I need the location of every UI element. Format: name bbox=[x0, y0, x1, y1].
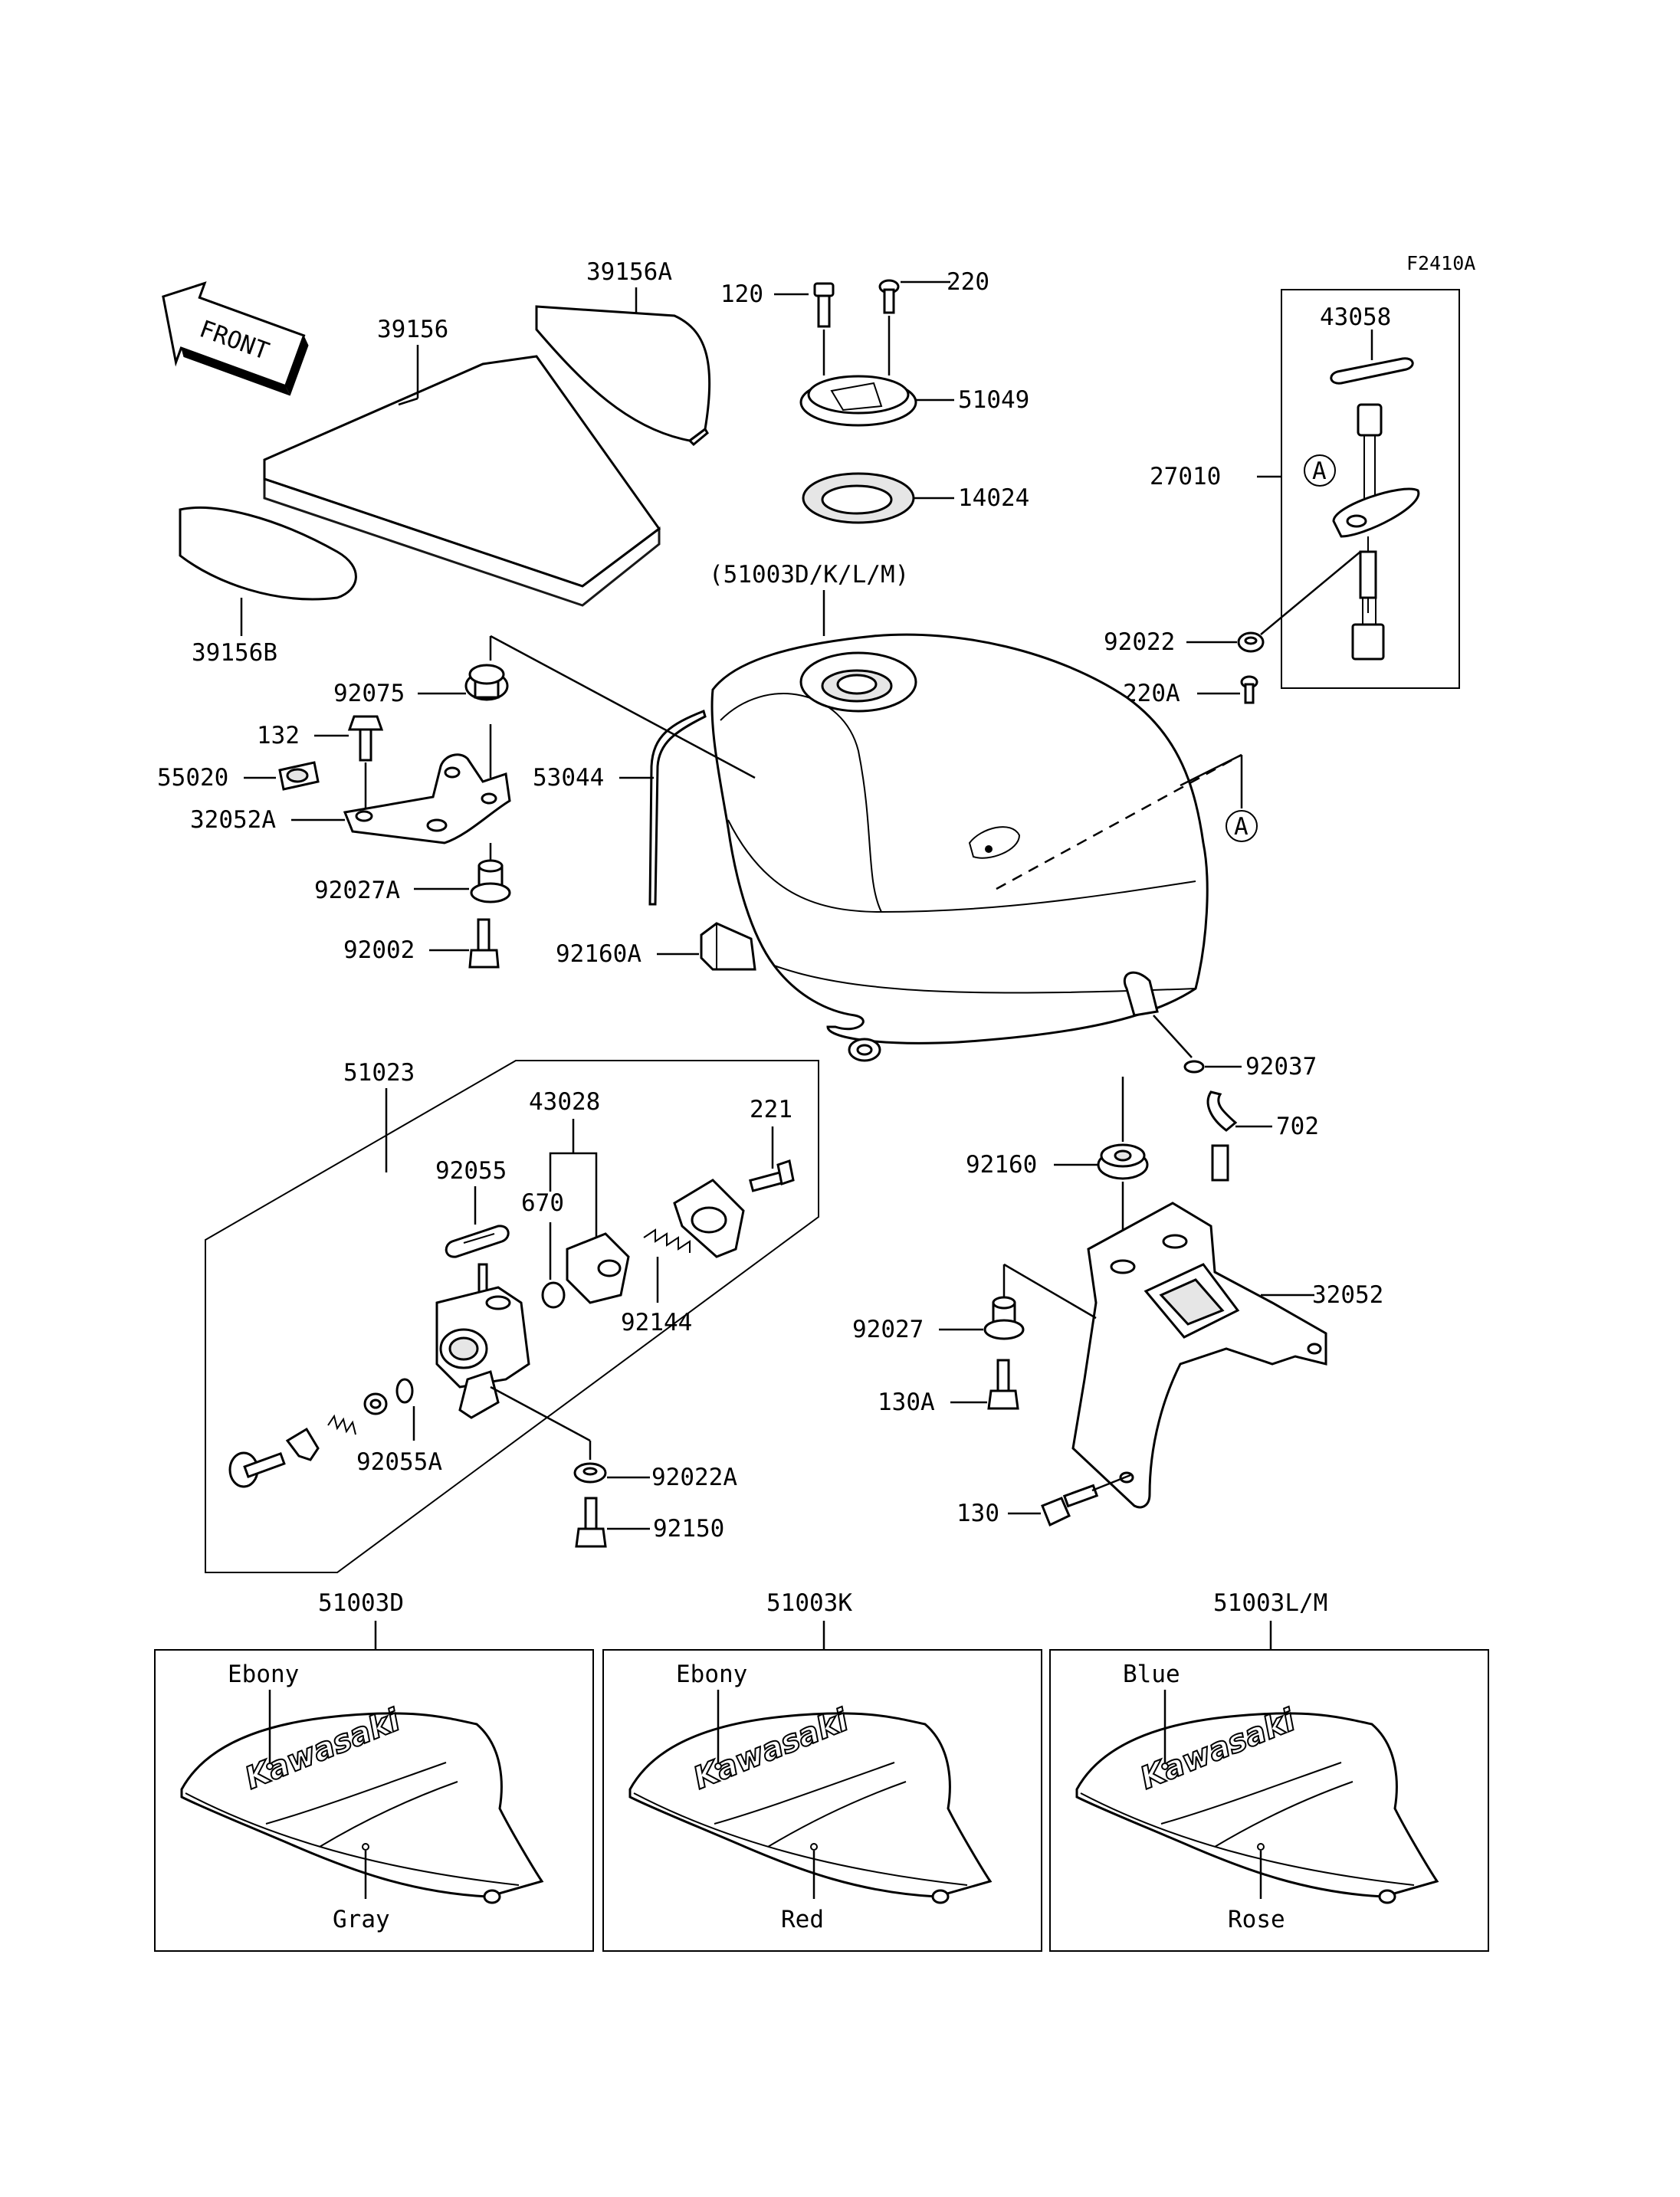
clip-92037 bbox=[1183, 1060, 1205, 1074]
color-bottom-label: Gray bbox=[333, 1906, 390, 1933]
damper-92160A bbox=[700, 922, 756, 971]
label-92150: 92150 bbox=[653, 1515, 724, 1543]
label-32052A: 32052A bbox=[190, 806, 276, 834]
collar-92027A bbox=[470, 859, 511, 903]
label-130A: 130A bbox=[878, 1389, 935, 1416]
fuel-tank bbox=[710, 633, 1209, 1062]
label-92022: 92022 bbox=[1104, 628, 1175, 656]
label-43028: 43028 bbox=[529, 1088, 600, 1116]
washer-small bbox=[363, 1392, 388, 1415]
front-arrow-icon: FRONT bbox=[162, 281, 309, 396]
clip bbox=[285, 1427, 320, 1461]
oring-92055A bbox=[395, 1378, 414, 1404]
label-27010: 27010 bbox=[1150, 463, 1221, 490]
label-92144: 92144 bbox=[621, 1309, 692, 1336]
label-130: 130 bbox=[956, 1500, 999, 1527]
gasket-92055 bbox=[445, 1225, 510, 1258]
variant-code: 51003L/M bbox=[1213, 1589, 1327, 1617]
bolt-130A bbox=[987, 1359, 1019, 1410]
bracket-32052 bbox=[1071, 1202, 1327, 1509]
gasket-43058 bbox=[1330, 357, 1414, 385]
bolt-130 bbox=[1041, 1484, 1099, 1527]
bracket-32052A bbox=[343, 753, 511, 844]
label-92160: 92160 bbox=[966, 1151, 1037, 1179]
color-bottom-label: Rose bbox=[1228, 1906, 1285, 1933]
label-55020: 55020 bbox=[157, 764, 228, 792]
grommet-92075 bbox=[464, 664, 509, 701]
label-39156: 39156 bbox=[377, 316, 448, 343]
marker-a-tank: A bbox=[1234, 813, 1249, 841]
gauge-box bbox=[1281, 289, 1460, 689]
label-92027A: 92027A bbox=[314, 877, 400, 904]
label-51023: 51023 bbox=[343, 1059, 415, 1087]
label-51049: 51049 bbox=[958, 386, 1029, 414]
variant-code: 51003K bbox=[766, 1589, 852, 1617]
washer-92022 bbox=[1237, 631, 1265, 653]
collar-92027 bbox=[983, 1296, 1025, 1340]
gasket-14024 bbox=[802, 472, 915, 524]
label-92075: 92075 bbox=[333, 680, 405, 707]
bolt-92150 bbox=[575, 1497, 607, 1548]
bolt-132 bbox=[347, 715, 384, 762]
label-92037: 92037 bbox=[1245, 1053, 1317, 1080]
label-14024: 14024 bbox=[958, 484, 1029, 512]
fuel-cock bbox=[435, 1263, 530, 1419]
bolt-92002 bbox=[468, 918, 500, 969]
pad-39156 bbox=[263, 355, 661, 607]
label-43058: 43058 bbox=[1320, 303, 1391, 331]
label-92022A: 92022A bbox=[651, 1464, 737, 1491]
pad-39156B bbox=[179, 507, 357, 601]
bolt-220 bbox=[878, 279, 900, 314]
color-bottom-label: Red bbox=[781, 1906, 824, 1933]
variant-code: 51003D bbox=[318, 1589, 404, 1617]
label-92055A: 92055A bbox=[356, 1448, 442, 1476]
knob bbox=[228, 1451, 286, 1488]
label-32052: 32052 bbox=[1312, 1281, 1383, 1309]
label-39156A: 39156A bbox=[586, 258, 672, 286]
hose-53044 bbox=[648, 709, 707, 906]
oring-670 bbox=[541, 1281, 566, 1309]
label-92027: 92027 bbox=[852, 1316, 924, 1343]
label-39156B: 39156B bbox=[192, 639, 277, 667]
color-top-label: Blue bbox=[1123, 1661, 1180, 1688]
gauge-27010 bbox=[1332, 403, 1420, 661]
cap-51049 bbox=[799, 375, 917, 427]
collar-55020 bbox=[278, 761, 320, 791]
color-top-label: Ebony bbox=[228, 1661, 299, 1688]
diaphragm-43028 bbox=[566, 1232, 630, 1304]
bolt-221 bbox=[749, 1159, 795, 1192]
color-top-label: Ebony bbox=[676, 1661, 747, 1688]
cock-group-box bbox=[205, 1060, 819, 1573]
spring-92144 bbox=[643, 1228, 691, 1253]
label-53044: 53044 bbox=[533, 764, 604, 792]
label-702: 702 bbox=[1276, 1113, 1319, 1140]
washer-92022A bbox=[573, 1462, 607, 1484]
label-92002: 92002 bbox=[343, 936, 415, 964]
label-220: 220 bbox=[947, 268, 989, 296]
spring-small bbox=[327, 1414, 356, 1435]
cover-plate bbox=[673, 1179, 745, 1258]
marker-a-gauge: A bbox=[1312, 457, 1327, 485]
label-670: 670 bbox=[521, 1189, 564, 1217]
label-221: 221 bbox=[750, 1096, 792, 1123]
label-51003DKLM: (51003D/K/L/M) bbox=[709, 561, 909, 589]
label-120: 120 bbox=[720, 280, 763, 308]
bolt-220A bbox=[1240, 675, 1258, 704]
label-92160A: 92160A bbox=[556, 940, 641, 968]
label-132: 132 bbox=[257, 722, 300, 749]
pad-39156A bbox=[535, 305, 711, 447]
label-92055: 92055 bbox=[435, 1157, 507, 1185]
figure-code: F2410A bbox=[1406, 252, 1475, 274]
bolt-120 bbox=[813, 282, 835, 328]
variant-panels: 51003DKawasakiEbonyGray51003KKawasakiEbo… bbox=[154, 1589, 1489, 1952]
hose-702 bbox=[1206, 1090, 1238, 1182]
grommet-92160 bbox=[1097, 1143, 1149, 1180]
